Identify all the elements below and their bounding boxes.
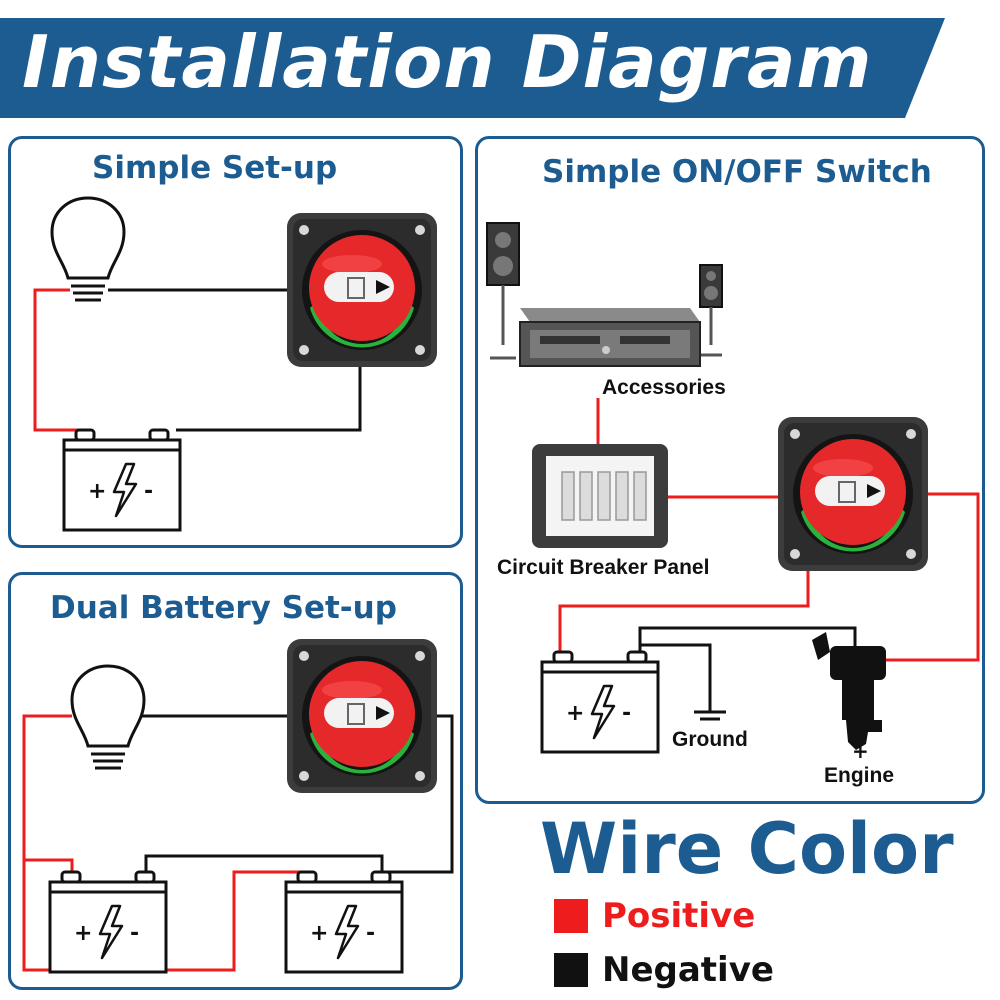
label-engine: Engine (824, 764, 895, 787)
battery-icon (48, 870, 168, 974)
ground-icon (694, 710, 726, 721)
label-ground: Ground (672, 728, 748, 751)
light-bulb-icon (70, 664, 146, 770)
page-title: Installation Diagram (22, 20, 873, 104)
legend-label-positive: Positive (602, 896, 756, 936)
dual-setup-wires (22, 714, 454, 972)
battery-icon (540, 650, 660, 754)
circuit-breaker-icon (532, 444, 668, 548)
panel-title-onoff: Simple ON/OFF Switch (542, 154, 932, 190)
title-banner: Installation Diagram (0, 0, 1000, 120)
speaker-icon (486, 222, 520, 360)
light-bulb-icon (50, 196, 126, 302)
stereo-icon (519, 308, 701, 367)
legend-swatch-positive (554, 899, 588, 933)
legend-label-negative: Negative (602, 950, 774, 990)
battery-switch-icon (286, 212, 438, 368)
panel-title-dual: Dual Battery Set-up (50, 590, 397, 626)
onoff-wires (558, 398, 980, 712)
panel-title-simple: Simple Set-up (92, 150, 338, 186)
svg-text:+: + (852, 739, 869, 763)
label-accessories: Accessories (602, 376, 726, 399)
legend-swatch-negative (554, 953, 588, 987)
battery-icon (62, 428, 182, 532)
battery-icon (284, 870, 404, 974)
speaker-icon (699, 264, 723, 357)
legend-item-positive: Positive (554, 896, 755, 936)
banner-shape (0, 18, 945, 118)
label-circuit-breaker: Circuit Breaker Panel (497, 556, 710, 579)
simple-setup-wires (33, 288, 362, 432)
legend-title: Wire Color (540, 808, 954, 890)
legend-item-negative: Negative (554, 950, 774, 990)
battery-switch-icon (777, 416, 929, 572)
battery-switch-icon (286, 638, 438, 794)
outboard-engine-icon: + (812, 632, 886, 763)
